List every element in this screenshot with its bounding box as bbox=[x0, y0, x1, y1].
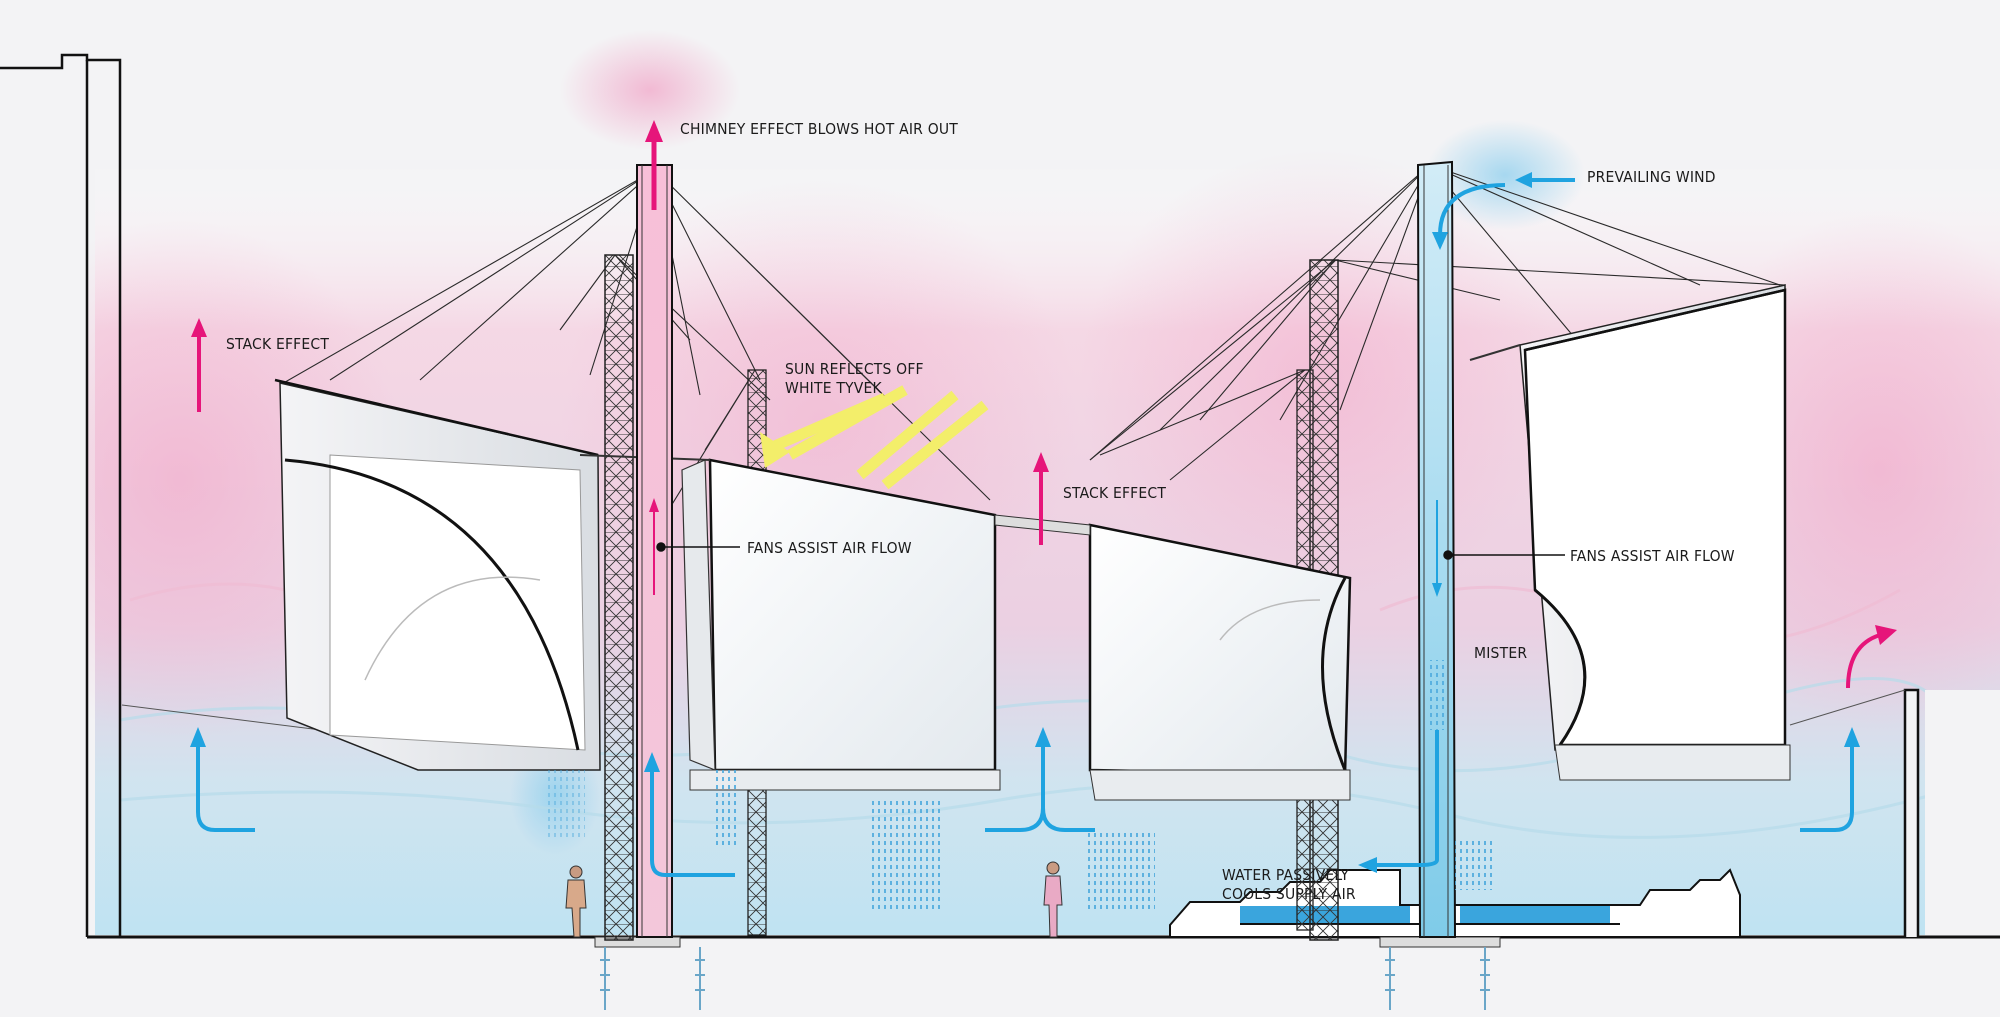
person-center bbox=[1043, 861, 1063, 938]
mist-curtains bbox=[545, 770, 1495, 910]
sun-reflects-label-line2: WHITE TYVEK bbox=[785, 379, 883, 397]
right-pavilion bbox=[1088, 284, 1791, 801]
foundation-piles bbox=[594, 936, 1501, 1010]
water-label-line2: COOLS SUPPLY AIR bbox=[1222, 885, 1356, 903]
right-wall-updraft-arrow bbox=[1800, 727, 1860, 832]
prevailing-wind-label: PREVAILING WIND bbox=[1587, 168, 1716, 186]
chimney-effect-label: CHIMNEY EFFECT BLOWS HOT AIR OUT bbox=[680, 120, 958, 138]
fan-down-arrow bbox=[1432, 500, 1442, 597]
mister-label: MISTER bbox=[1474, 644, 1527, 662]
water-label-line1: WATER PASSIVELY bbox=[1222, 866, 1349, 884]
human-figures bbox=[565, 861, 1063, 938]
fan-up-arrow bbox=[649, 498, 659, 595]
site-ground bbox=[0, 53, 2000, 1017]
sun-reflection-arrows bbox=[760, 385, 989, 490]
annotation-labels: CHIMNEY EFFECT BLOWS HOT AIR OUT PREVAIL… bbox=[226, 120, 1735, 903]
fans-left-label: FANS ASSIST AIR FLOW bbox=[747, 539, 912, 557]
center-updraft-arrow bbox=[985, 727, 1095, 832]
exhaust-curve-arrow bbox=[1846, 625, 1897, 689]
sun-reflects-label-line1: SUN REFLECTS OFF bbox=[785, 360, 924, 378]
chimney-intake-arrow bbox=[644, 752, 735, 877]
stack-effect-arrow-center bbox=[1033, 452, 1049, 545]
leader-lines bbox=[656, 542, 1565, 560]
stack-effect-left-label: STACK EFFECT bbox=[226, 335, 329, 353]
fans-right-label: FANS ASSIST AIR FLOW bbox=[1570, 547, 1735, 565]
prevailing-wind-arrow bbox=[1432, 172, 1575, 250]
stack-effect-arrow-left bbox=[191, 318, 207, 412]
person-left bbox=[565, 865, 587, 938]
stack-effect-center-label: STACK EFFECT bbox=[1063, 484, 1166, 502]
left-wall-updraft-arrow bbox=[190, 727, 255, 832]
cool-air-arrows bbox=[190, 172, 1860, 877]
chimney-up-arrow bbox=[645, 120, 663, 210]
left-pavilion bbox=[274, 378, 1001, 791]
supply-air-out-arrow bbox=[1358, 730, 1439, 873]
hot-air-arrows bbox=[191, 120, 1897, 689]
